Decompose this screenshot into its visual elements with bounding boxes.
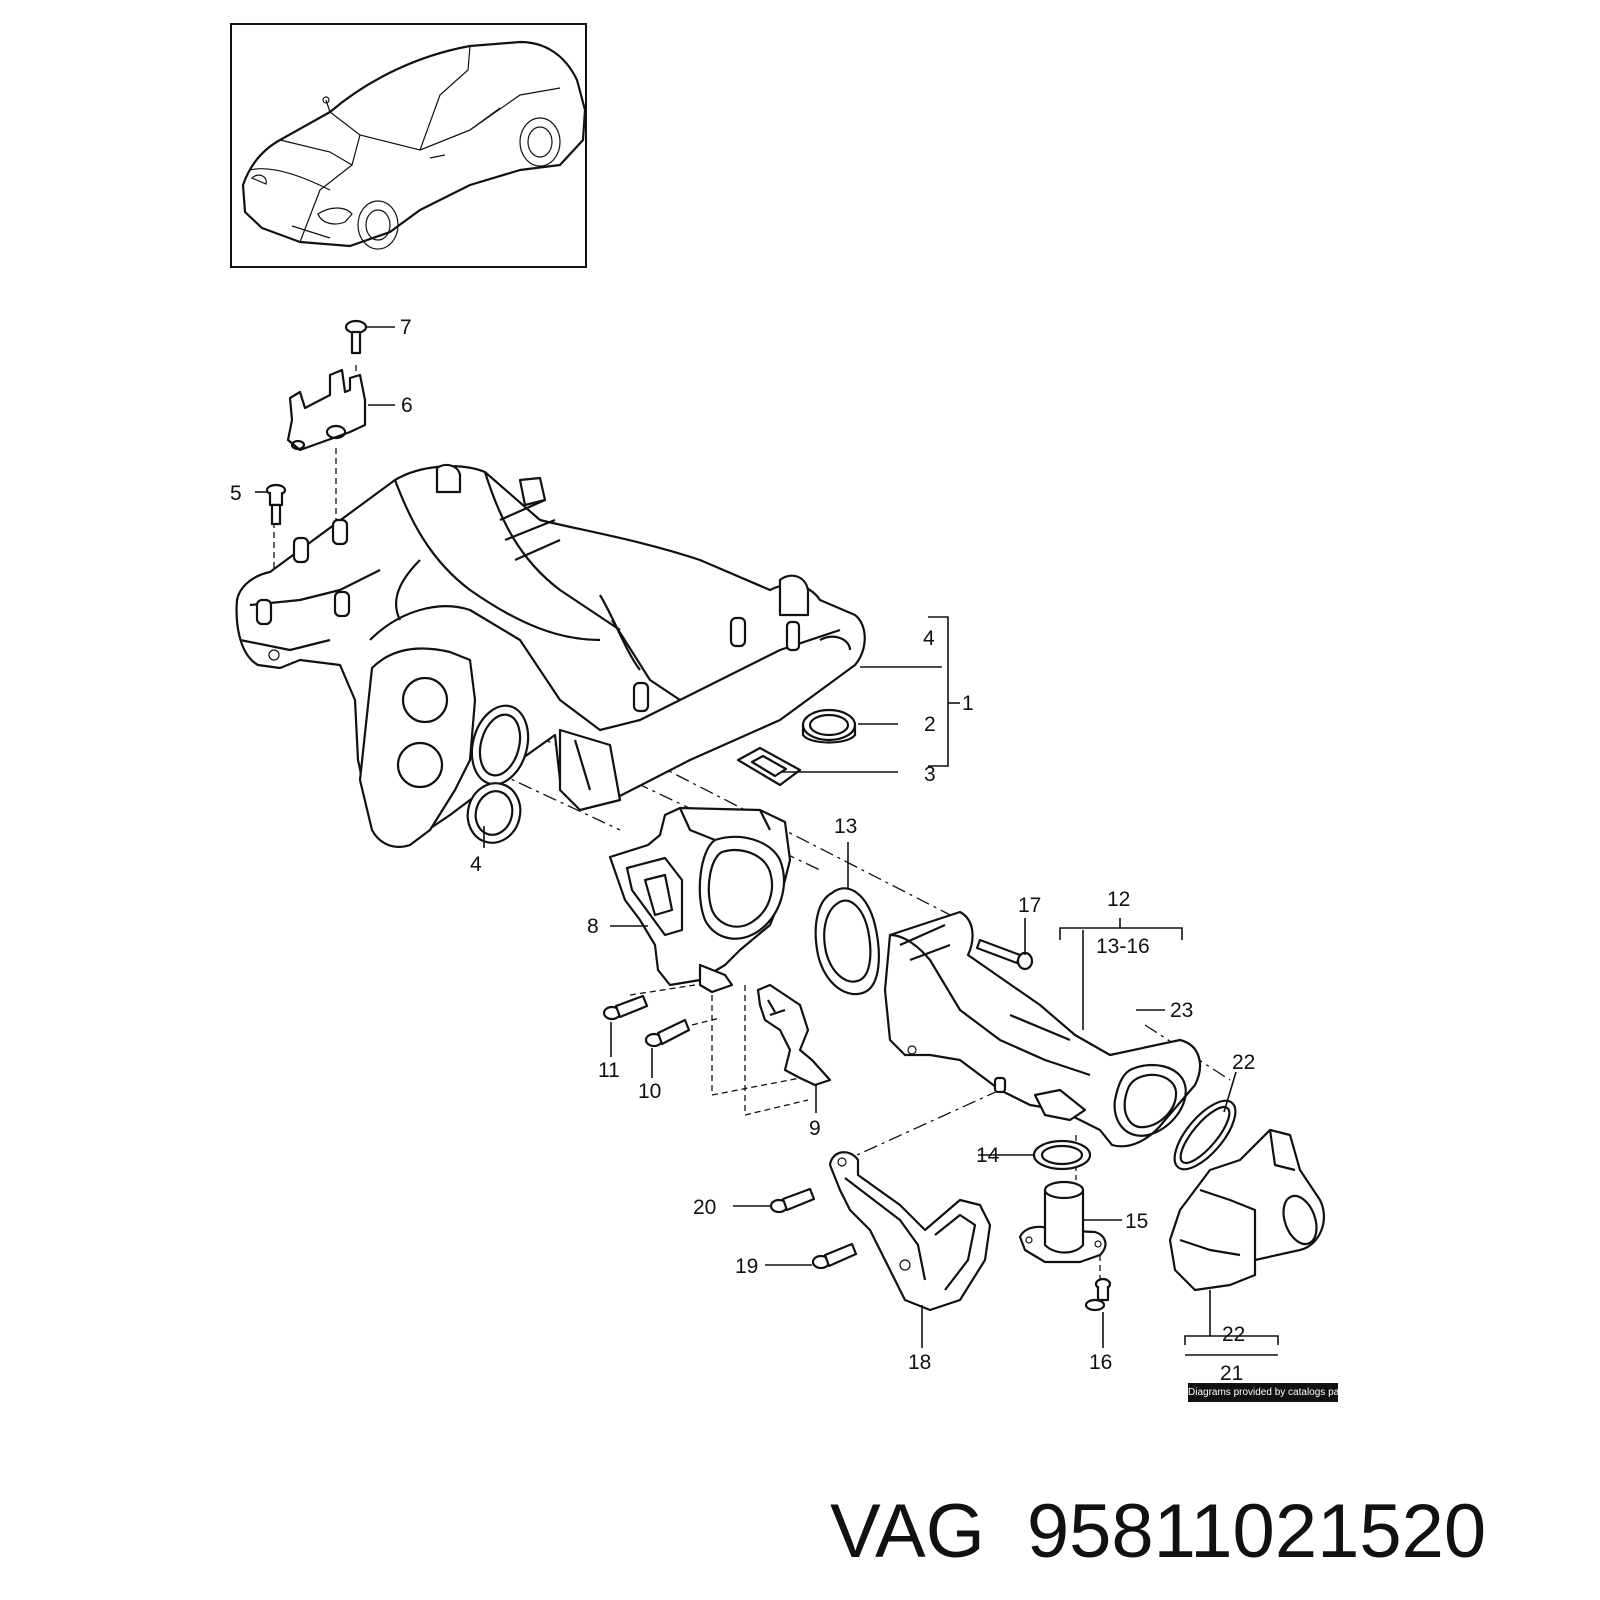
gasket-part-3 (736, 746, 802, 787)
callout-19: 19 (735, 1255, 758, 1278)
callout-15: 15 (1125, 1210, 1148, 1233)
callout-10: 10 (638, 1080, 661, 1103)
bolt-part-11 (602, 994, 649, 1021)
bracket-part-6 (286, 368, 367, 452)
callout-13: 13 (834, 815, 857, 838)
intake-manifold (235, 463, 866, 848)
callout-6: 6 (401, 394, 413, 417)
bracket-part-9 (756, 983, 832, 1087)
watermark-label: Diagrams provided by catalogs parts (1188, 1383, 1350, 1402)
bolt-part-19 (811, 1242, 858, 1270)
callout-17: 17 (1018, 894, 1041, 917)
callout-18: 18 (908, 1351, 931, 1374)
seal-ring-part-4 (466, 704, 530, 844)
callout-12: 12 (1107, 888, 1130, 911)
part-number: 95811021520 (1026, 1489, 1487, 1574)
seal-ring-part-2 (801, 708, 857, 744)
bolt-part-5 (265, 483, 287, 526)
intake-boot-part-21 (1168, 1128, 1325, 1292)
brand-name: VAG (830, 1489, 985, 1574)
vehicle-thumbnail (230, 23, 587, 268)
callout-23: 23 (1170, 999, 1193, 1022)
callout-12-range: 13-16 (1096, 935, 1150, 958)
bolt-part-17 (975, 938, 1034, 971)
leader-lines (255, 326, 1279, 1356)
callout-8: 8 (587, 915, 599, 938)
callout-numbers: 7 6 5 4 1 2 3 4 13 8 17 12 13-16 23 22 1… (230, 316, 1255, 1385)
callout-11: 11 (598, 1059, 620, 1082)
gasket-part-13 (814, 887, 880, 996)
part-number-footer: VAG 95811021520 (830, 1482, 1590, 1582)
callout-2: 2 (924, 713, 936, 736)
intake-pipe-part-12 (883, 910, 1202, 1148)
bracket-part-18 (828, 1151, 992, 1312)
screw-part-7 (344, 319, 368, 355)
bolt-part-20 (769, 1187, 816, 1214)
callout-5: 5 (230, 482, 242, 505)
callout-9: 9 (809, 1117, 821, 1140)
sensor-part-15 (1018, 1180, 1107, 1264)
bolt-part-16 (1084, 1277, 1112, 1312)
callout-4-bottom: 4 (470, 853, 482, 876)
callout-4-top: 4 (923, 627, 935, 650)
bolt-part-10 (644, 1018, 691, 1048)
seal-ring-part-22 (1173, 1099, 1237, 1171)
throttle-body-part-8 (608, 806, 792, 994)
callout-3: 3 (924, 763, 936, 786)
callout-16: 16 (1089, 1351, 1112, 1374)
callout-22-upper: 22 (1232, 1051, 1255, 1074)
callout-20: 20 (693, 1196, 716, 1219)
callout-1: 1 (962, 692, 974, 715)
callout-21-sub-22: 22 (1222, 1323, 1245, 1346)
callout-7: 7 (400, 316, 412, 339)
callout-14: 14 (976, 1144, 1000, 1167)
seal-ring-part-14 (1032, 1139, 1092, 1171)
callout-21: 21 (1220, 1362, 1243, 1385)
car-illustration (241, 40, 587, 250)
